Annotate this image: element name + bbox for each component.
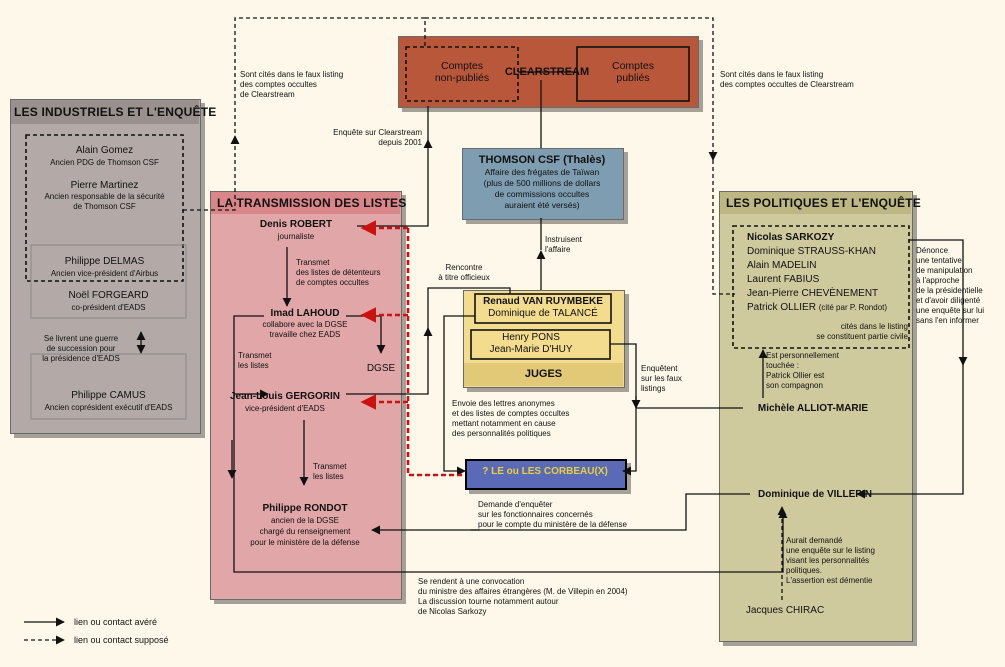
person-mam: Michèle ALLIOT-MARIE bbox=[757, 403, 869, 414]
politics-names: Nicolas SARKOZY Dominique STRAUSS-KHAN A… bbox=[747, 232, 888, 313]
legend-solid-label: lien ou contact avéré bbox=[74, 617, 158, 627]
corbeau-label: ? LE ou LES CORBEAU(X) bbox=[482, 466, 608, 477]
thomson-box bbox=[462, 148, 624, 220]
industrials-panel bbox=[10, 99, 201, 434]
dgse-label: DGSE bbox=[366, 363, 396, 374]
thomson-text: THOMSON CSF (Thalès) Affaire des frégate… bbox=[478, 154, 606, 210]
clearstream-label: CLEARSTREAM bbox=[504, 66, 590, 78]
politics-title: LES POLITIQUES ET L'ENQUÊTE bbox=[726, 196, 921, 210]
politics-panel bbox=[719, 191, 913, 642]
person-villepin: Dominique de VILLEPIN bbox=[758, 489, 872, 500]
industrials-title: LES INDUSTRIELS ET L'ENQUÊTE bbox=[14, 105, 217, 119]
industrials-titlebar bbox=[11, 100, 199, 124]
transmission-title: LA TRANSMISSION DES LISTES bbox=[217, 196, 407, 210]
person-chirac: Jacques CHIRAC bbox=[745, 605, 825, 616]
judges-footer bbox=[464, 363, 623, 386]
person-rondot: Philippe RONDOT ancien de la DGSE chargé… bbox=[250, 503, 360, 547]
judges-title: JUGES bbox=[524, 368, 563, 380]
legend-dashed-label: lien ou contact supposé bbox=[74, 635, 169, 645]
corbeau-box bbox=[465, 459, 627, 490]
transmission-titlebar bbox=[211, 192, 400, 214]
politics-titlebar bbox=[720, 192, 911, 214]
